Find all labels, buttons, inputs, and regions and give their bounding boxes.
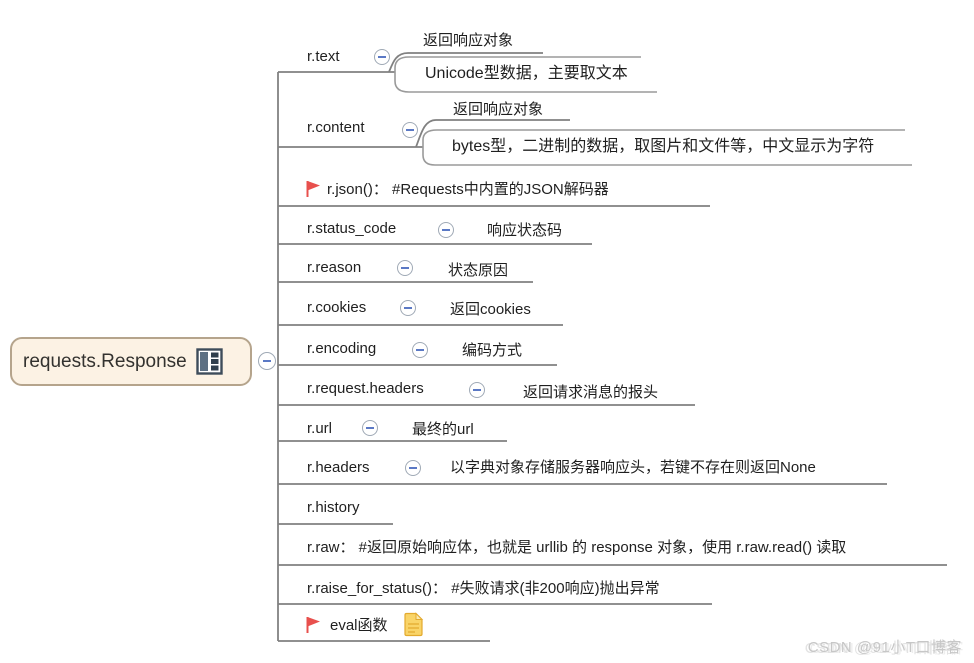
collapse-button-r-content[interactable] <box>402 122 418 138</box>
collapse-button-r-headers[interactable] <box>405 460 421 476</box>
topic-r-cookies[interactable]: r.cookies <box>307 299 367 316</box>
topic-r-raw[interactable]: r.raw： #返回原始响应体，也就是 urllib 的 response 对象… <box>307 539 847 556</box>
topic-r-raise-for-status[interactable]: r.raise_for_status()： #失败请求(非200响应)抛出异常 <box>307 580 660 597</box>
topic-r-url-child-1[interactable]: 最终的url <box>412 421 474 438</box>
collapse-button-r-text[interactable] <box>374 49 390 65</box>
topic-r-headers-child-1[interactable]: 以字典对象存储服务器响应头，若键不存在则返回None <box>450 459 816 476</box>
topic-r-cookies-child-1[interactable]: 返回cookies <box>450 301 531 318</box>
topic-eval-fn[interactable]: eval函数 <box>330 617 388 634</box>
topic-r-reason-child-1[interactable]: 状态原因 <box>448 262 509 279</box>
collapse-button-r-encoding[interactable] <box>412 342 428 358</box>
topic-r-encoding-child-1[interactable]: 编码方式 <box>462 342 523 359</box>
topic-r-request-headers[interactable]: r.request.headers <box>307 380 424 397</box>
csdn-watermark: CSDN @91小T口博客 <box>807 639 962 656</box>
topic-r-content-child-1[interactable]: 返回响应对象 <box>453 101 544 118</box>
topic-r-reason[interactable]: r.reason <box>307 259 362 276</box>
red-flag-icon <box>306 181 320 197</box>
topic-r-headers[interactable]: r.headers <box>307 459 370 476</box>
topic-r-status-code[interactable]: r.status_code <box>307 220 397 237</box>
red-flag-icon <box>306 617 320 633</box>
topic-r-content[interactable]: r.content <box>307 119 365 136</box>
collapse-button-r-url[interactable] <box>362 420 378 436</box>
collapse-button-root[interactable] <box>258 352 276 370</box>
topic-r-json[interactable]: r.json()： #Requests中内置的JSON解码器 <box>327 181 609 198</box>
table-structure-icon <box>196 348 223 375</box>
topic-r-status-code-child-1[interactable]: 响应状态码 <box>487 222 563 239</box>
topic-r-text[interactable]: r.text <box>307 48 340 65</box>
topic-r-url[interactable]: r.url <box>307 420 333 437</box>
root-topic-requests-response[interactable]: requests.Response <box>10 337 252 386</box>
collapse-button-r-request-headers[interactable] <box>469 382 485 398</box>
yellow-note-icon[interactable] <box>403 612 424 637</box>
topic-r-content-child-2[interactable]: bytes型，二进制的数据，取图片和文件等，中文显示为字符 <box>452 138 875 155</box>
topic-r-text-child-2[interactable]: Unicode型数据，主要取文本 <box>425 65 628 82</box>
collapse-button-r-status-code[interactable] <box>438 222 454 238</box>
root-topic-label: requests.Response <box>23 350 187 372</box>
topic-r-text-child-1[interactable]: 返回响应对象 <box>423 32 514 49</box>
collapse-button-r-cookies[interactable] <box>400 300 416 316</box>
topic-r-history[interactable]: r.history <box>307 499 360 516</box>
topic-r-request-headers-child-1[interactable]: 返回请求消息的报头 <box>523 384 659 401</box>
topic-r-encoding[interactable]: r.encoding <box>307 340 377 357</box>
collapse-button-r-reason[interactable] <box>397 260 413 276</box>
